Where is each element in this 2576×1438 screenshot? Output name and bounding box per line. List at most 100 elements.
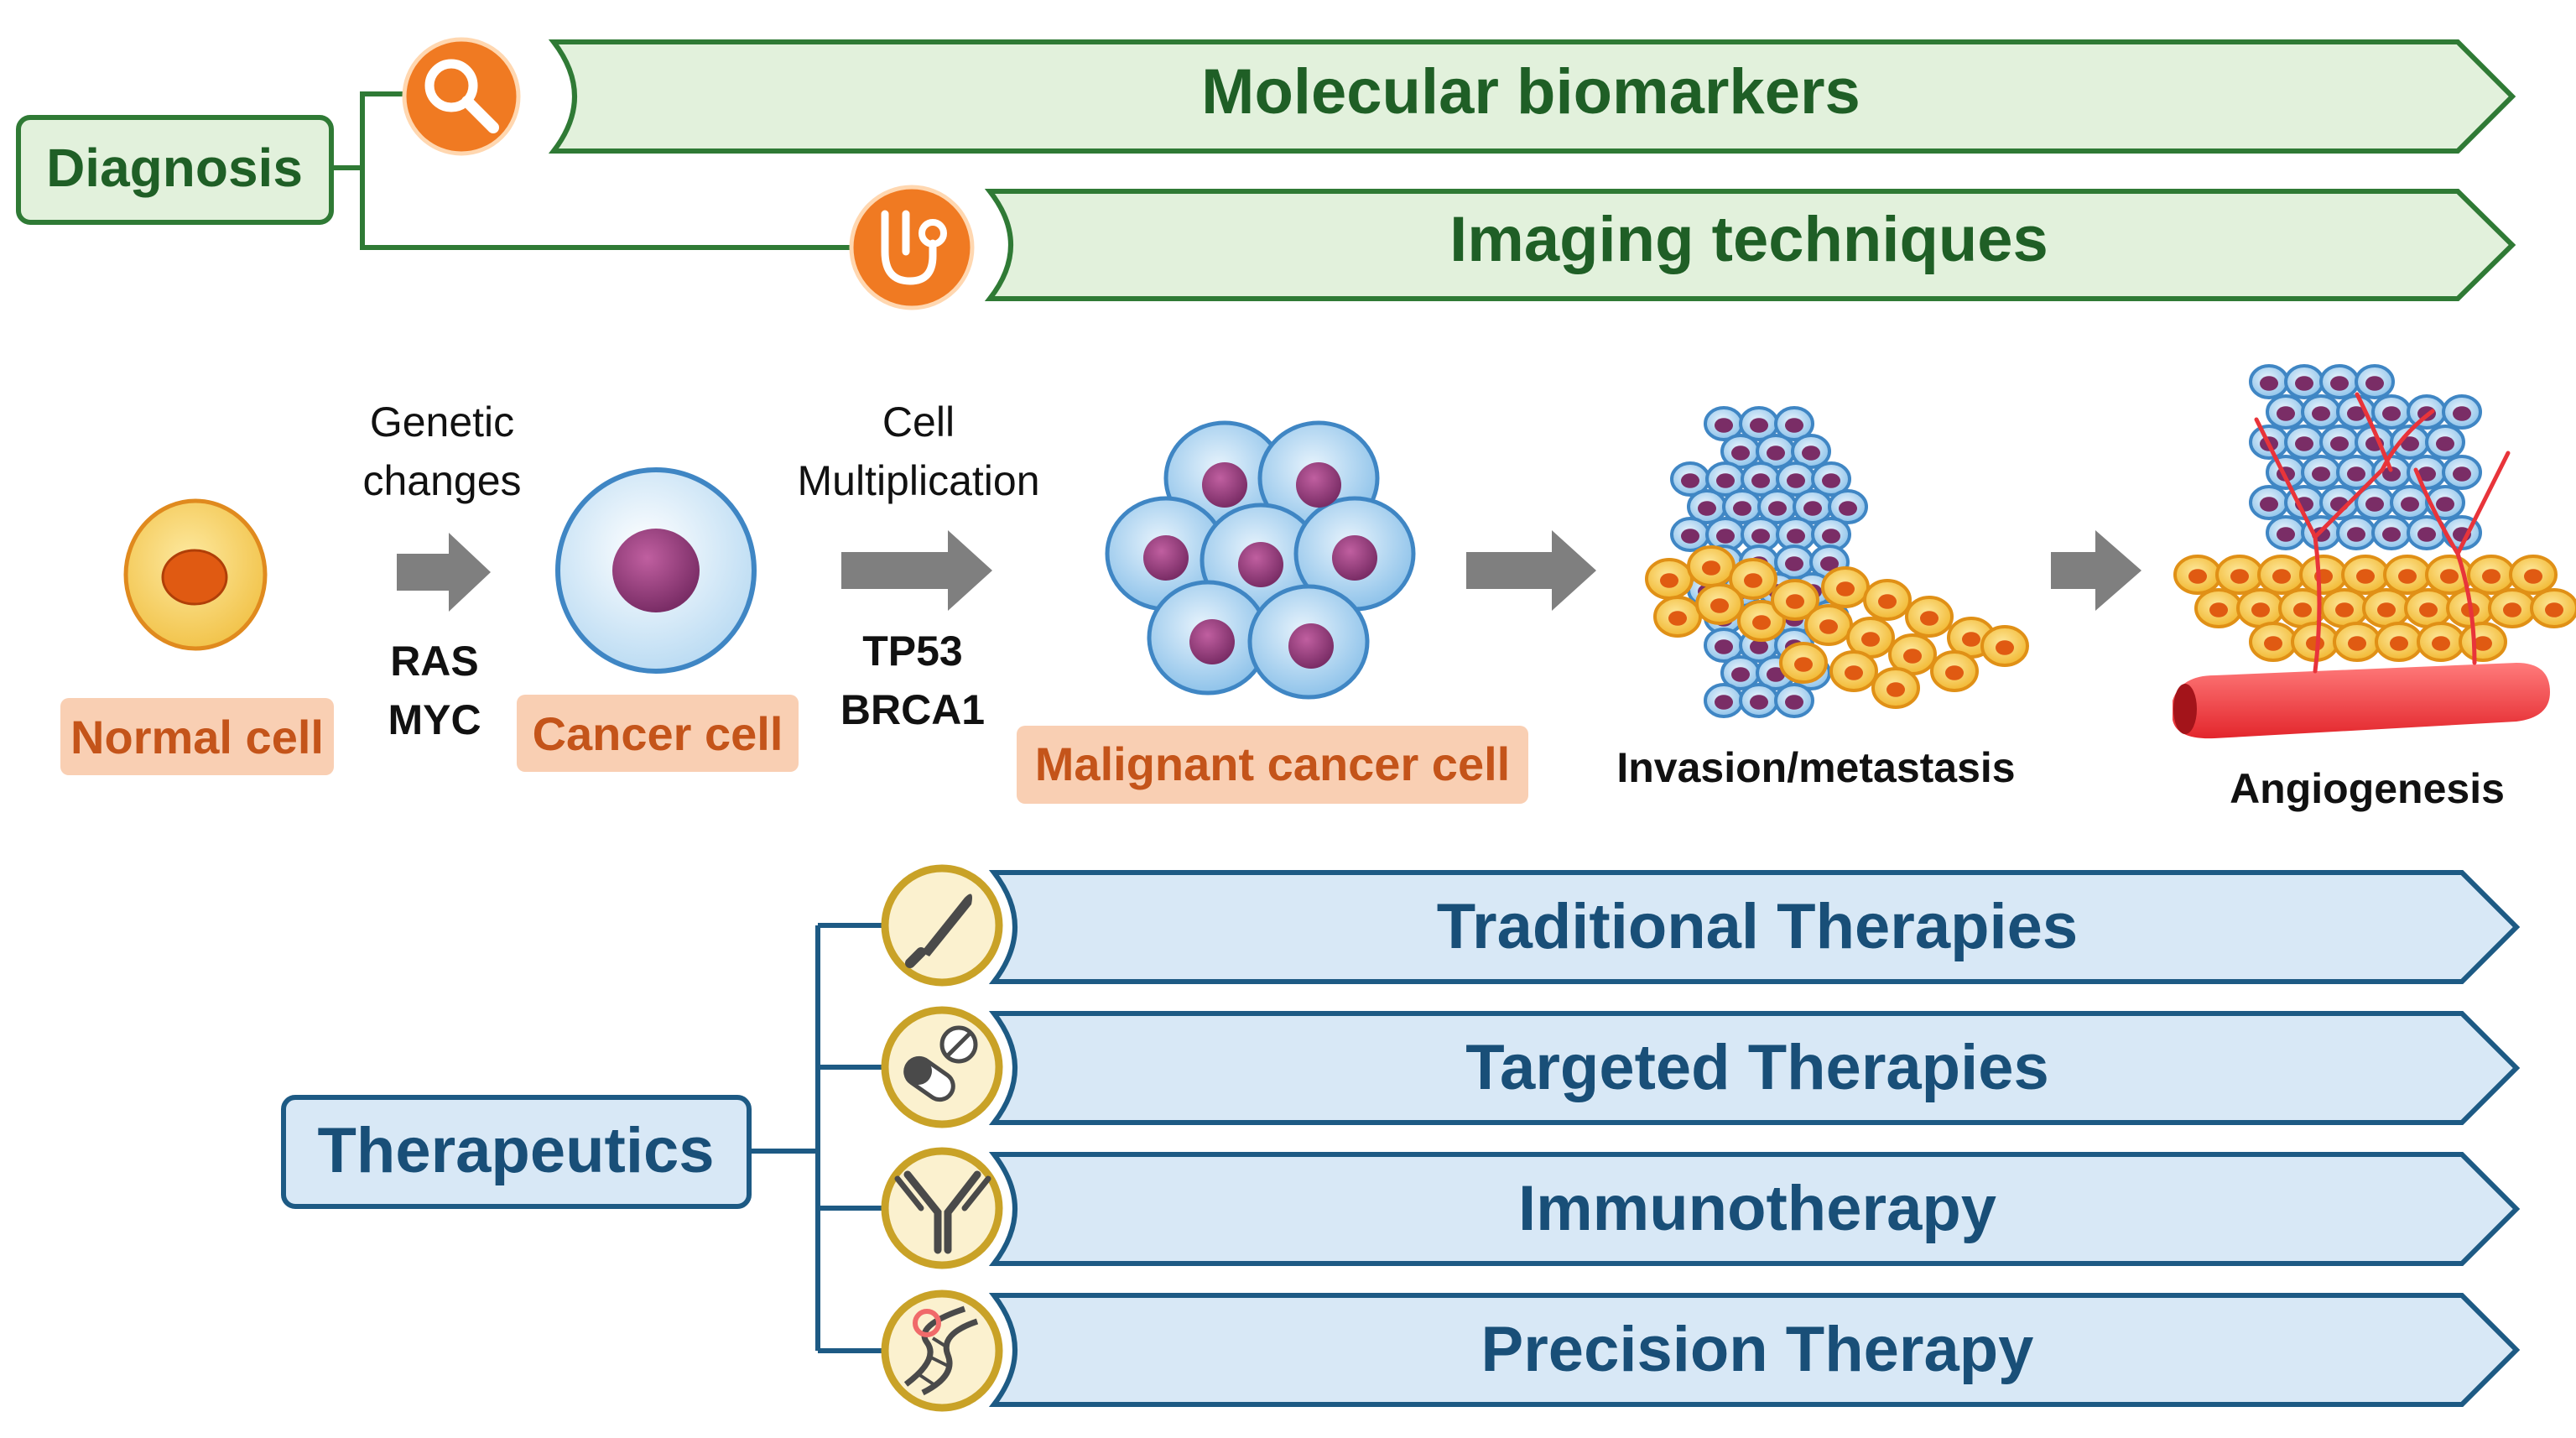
invasion-blue-cell xyxy=(1704,683,1744,718)
transition-3-arrow xyxy=(1466,530,1596,611)
cancer-cell-tag xyxy=(517,695,799,772)
therapeutics-label: Therapeutics xyxy=(317,1115,714,1186)
invasion-blue-cell xyxy=(1739,406,1779,441)
blood-vessel xyxy=(2173,663,2550,739)
invasion-blue-cell xyxy=(1705,461,1746,497)
transition-1-arrow xyxy=(397,533,491,612)
capillary xyxy=(2254,417,2284,472)
angiogenesis-blue-cell xyxy=(2266,455,2306,490)
traditional-label: Traditional Therapies xyxy=(1437,891,2078,962)
angiogenesis-yellow-cell xyxy=(2341,555,2390,595)
transition-1-gene-1: RAS xyxy=(390,638,479,685)
invasion-yellow-cell xyxy=(1729,558,1777,600)
invasion-yellow-cell xyxy=(1863,579,1912,621)
pill-icon xyxy=(881,1006,1003,1128)
angiogenesis-blue-cell xyxy=(2249,485,2289,520)
angiogenesis-yellow-cell xyxy=(2459,622,2507,662)
biomarkers-label: Molecular biomarkers xyxy=(1201,56,1860,128)
therapeutics-section: Therapeutics Traditional Therapies Targe… xyxy=(281,864,2521,1412)
angiogenesis-blue-cell xyxy=(2301,455,2341,490)
angiogenesis-blue-cell xyxy=(2319,485,2360,520)
targeted-label: Targeted Therapies xyxy=(1465,1032,2048,1103)
invasion-yellow-cell xyxy=(1871,667,1920,709)
invasion-blue-cell xyxy=(1774,683,1814,718)
malignant-cell-label: Malignant cancer cell xyxy=(1035,737,1510,790)
angiogenesis-blue-cell xyxy=(2371,394,2412,430)
invasion-yellow-cell xyxy=(1779,642,1828,684)
angiogenesis-yellow-cell xyxy=(2333,622,2381,662)
transition-2-gene-1: TP53 xyxy=(862,628,963,675)
angiogenesis-illustration xyxy=(2173,364,2576,739)
antibody-icon xyxy=(881,1147,1003,1269)
transition-1-gene-2: MYC xyxy=(388,696,481,743)
blood-vessel-lumen xyxy=(2173,684,2197,734)
angiogenesis-yellow-cell xyxy=(2362,588,2411,628)
angiogenesis-blue-cell xyxy=(2355,485,2395,520)
angiogenesis-blue-cell xyxy=(2284,364,2324,399)
invasion-blue-cell xyxy=(1811,461,1851,497)
transition-4-arrow xyxy=(2051,530,2141,611)
angiogenesis-yellow-cell xyxy=(2320,588,2369,628)
angiogenesis-yellow-cell xyxy=(2194,588,2243,628)
dna-icon xyxy=(881,1290,1003,1412)
imaging-label: Imaging techniques xyxy=(1449,204,2048,275)
diagnosis-label: Diagnosis xyxy=(46,138,303,198)
stethoscope-icon xyxy=(849,185,975,310)
angiogenesis-yellow-cell xyxy=(2488,588,2537,628)
transition-1-top-line2: changes xyxy=(362,457,521,504)
angiogenesis-blue-cell xyxy=(2407,455,2447,490)
angiogenesis-blue-cell xyxy=(2371,455,2412,490)
capillary xyxy=(2355,392,2393,472)
normal-cell-illustration xyxy=(123,498,268,651)
angiogenesis-blue-cell xyxy=(2319,425,2360,460)
angiogenesis-yellow-cell xyxy=(2173,555,2222,595)
angiogenesis-yellow-cell xyxy=(2383,555,2432,595)
invasion-blue-cell xyxy=(1739,683,1779,718)
invasion-illustration xyxy=(1645,406,2029,718)
invasion-yellow-cell xyxy=(1771,579,1819,621)
malignant-cell-tag xyxy=(1017,726,1528,804)
normal-cell-tag xyxy=(60,698,334,775)
invasion-blue-cell xyxy=(1793,489,1833,524)
scalpel-icon xyxy=(881,864,1003,987)
invasion-blue-cell xyxy=(1828,489,1868,524)
angiogenesis-yellow-cell xyxy=(2417,622,2465,662)
transition-1-top-line1: Genetic xyxy=(370,399,514,445)
traditional-banner xyxy=(988,870,2521,984)
capillary xyxy=(2455,451,2511,556)
transition-2-gene-2: BRCA1 xyxy=(840,686,985,733)
invasion-blue-cell xyxy=(1670,517,1710,552)
transition-2-top-line1: Cell xyxy=(882,399,955,445)
invasion-yellow-cell xyxy=(1653,596,1702,638)
angiogenesis-blue-cell xyxy=(2442,394,2482,430)
cancer-cell-label: Cancer cell xyxy=(533,707,783,760)
precision-banner xyxy=(988,1293,2521,1407)
invasion-blue-cell xyxy=(1791,434,1831,469)
angiogenesis-blue-cell xyxy=(2336,455,2376,490)
angiogenesis-yellow-cell xyxy=(2236,588,2285,628)
malignant-cluster-illustration xyxy=(1105,420,1416,700)
transition-2-arrow xyxy=(841,530,992,611)
angiogenesis-yellow-cell xyxy=(2257,555,2306,595)
angiogenesis-yellow-cell xyxy=(2249,622,2298,662)
angiogenesis-yellow-cell xyxy=(2215,555,2264,595)
angiogenesis-yellow-cell xyxy=(2509,555,2558,595)
angiogenesis-blue-cell xyxy=(2301,394,2341,430)
invasion-yellow-cell xyxy=(1804,604,1853,646)
angiogenesis-blue-cell xyxy=(2355,364,2395,399)
angiogenesis-yellow-cell xyxy=(2375,622,2423,662)
angiogenesis-blue-cell xyxy=(2407,394,2447,430)
angiogenesis-yellow-cell xyxy=(2299,555,2348,595)
diagnosis-connector-top xyxy=(331,91,403,170)
angiogenesis-blue-cell xyxy=(2266,394,2306,430)
imaging-banner xyxy=(984,189,2516,301)
diagnosis-box xyxy=(16,115,334,225)
angiogenesis-yellow-cell xyxy=(2467,555,2516,595)
angiogenesis-yellow-cell xyxy=(2530,588,2576,628)
invasion-yellow-cell xyxy=(1645,558,1694,600)
angiogenesis-blue-cell xyxy=(2336,515,2376,550)
diagnosis-section: Diagnosis Molecular biomarkers Imaging t… xyxy=(16,37,2516,310)
capillary xyxy=(2313,409,2435,539)
invasion-yellow-cell xyxy=(1980,625,2029,667)
precision-label: Precision Therapy xyxy=(1481,1314,2034,1385)
